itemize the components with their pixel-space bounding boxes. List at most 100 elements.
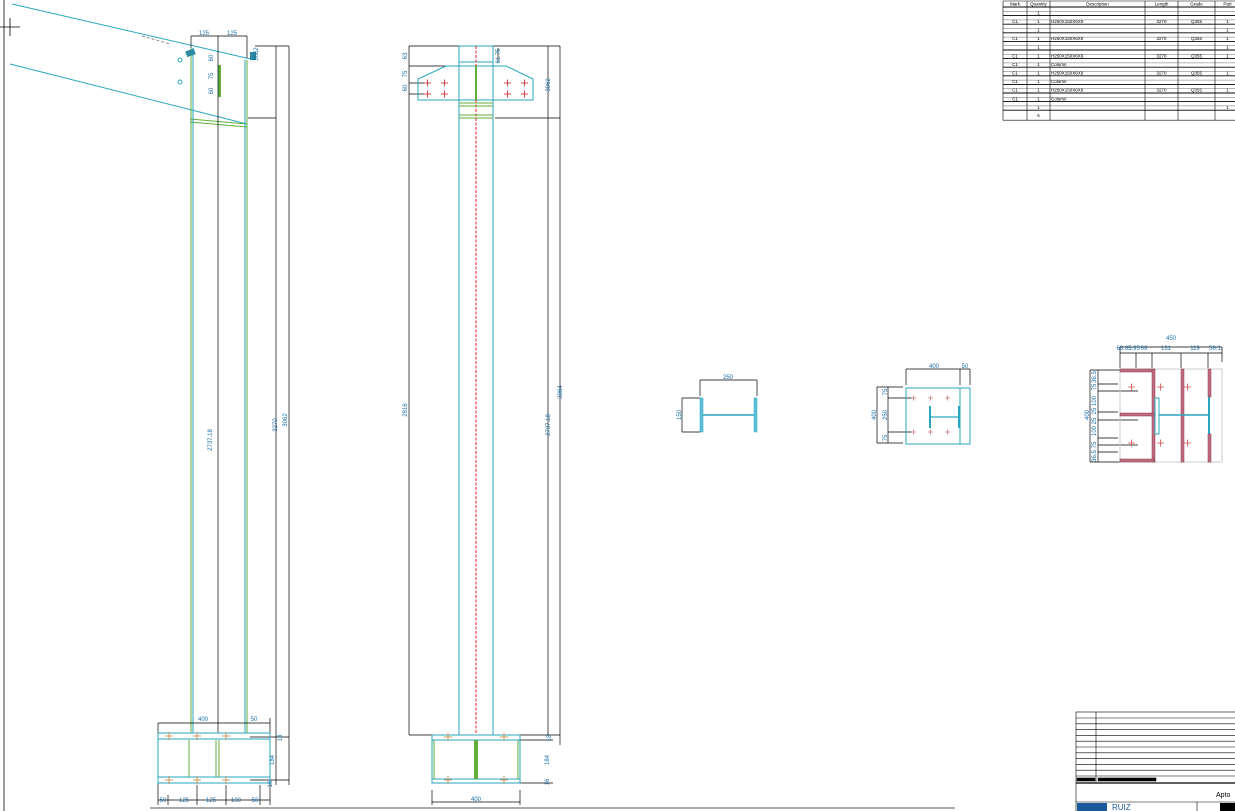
dimension-label: 60 <box>209 54 215 61</box>
dimension-label: 125 <box>227 31 238 37</box>
column-elevation-front <box>408 45 561 805</box>
total-quantity: 6 <box>1037 113 1040 118</box>
table-cell-part: 1 <box>1226 53 1229 58</box>
dimension-label: 69 <box>1141 346 1148 352</box>
dimension-label: 63 <box>403 52 409 59</box>
dimension-label: 75 <box>883 434 889 441</box>
table-cell-qty: 1 <box>1037 96 1040 101</box>
parts-table <box>1002 0 1235 121</box>
dimension-label: 3062 <box>254 47 260 61</box>
table-cell-qty: 1 <box>1037 88 1040 93</box>
table-cell-mark: C1 <box>1012 71 1018 76</box>
section-i-beam <box>681 379 758 433</box>
dimension-label: 150 <box>677 409 683 420</box>
table-cell-mark: C1 <box>1012 96 1018 101</box>
dimension-label: 50 <box>251 717 258 723</box>
table-cell-grade: Q355 <box>1191 53 1203 58</box>
section-connection <box>1089 346 1223 463</box>
table-cell-qty: 1 <box>1037 53 1040 58</box>
dimension-label: 3270 <box>273 418 279 432</box>
table-cell-grade: Q355 <box>1191 19 1203 24</box>
table-cell-qty: 1 <box>1037 105 1040 110</box>
table-cell-desc: Column <box>1051 96 1067 101</box>
dimension-label: 125 <box>199 31 210 37</box>
table-cell-desc: H250X150X6X9 <box>1051 53 1084 58</box>
table-cell-qty: 1 <box>1037 45 1040 50</box>
dimension-label: 36.5 <box>1092 371 1098 383</box>
dimension-label: 75 <box>403 70 409 77</box>
sheet-frame <box>0 0 955 811</box>
dimension-label: 100 <box>231 798 242 804</box>
title-block-field: Apto <box>1216 792 1231 799</box>
dimension-label: 2816 <box>403 403 409 417</box>
dimension-label: 18 <box>278 734 284 741</box>
table-cell-mark: C1 <box>1012 36 1018 41</box>
dimension-label: 36.5 <box>1092 450 1098 462</box>
table-cell-mark: C1 <box>1012 62 1018 67</box>
table-cell-part: 1 <box>1226 28 1229 33</box>
table-header: Grade <box>1190 2 1203 7</box>
dimension-label: 125 <box>206 798 217 804</box>
table-cell-part: 1 <box>1226 45 1229 50</box>
dimension-label: 50 <box>252 798 259 804</box>
table-cell-qty: 1 <box>1037 19 1040 24</box>
table-cell-grade: Q355 <box>1191 88 1203 93</box>
dimension-label: 16 <box>545 778 551 785</box>
table-cell-mark: C1 <box>1012 53 1018 58</box>
title-block <box>1075 711 1235 811</box>
dimension-label: 100 <box>1092 425 1098 436</box>
company-logo <box>1077 803 1107 811</box>
dimension-label: 75 <box>209 72 215 79</box>
table-cell-mark: C1 <box>1012 79 1018 84</box>
table-cell-part: 1 <box>1226 36 1229 41</box>
dimension-label: 60 <box>209 87 215 94</box>
table-cell-part: 1 <box>1226 19 1229 24</box>
table-cell-qty: 1 <box>1037 71 1040 76</box>
company-logo-text: RUIZ <box>1112 803 1131 811</box>
dimension-label: 3062 <box>283 413 289 427</box>
dimension-label: 56.1 <box>1209 346 1221 352</box>
dimension-label: 75 <box>1092 383 1098 390</box>
dimension-label: 250 <box>883 409 889 420</box>
table-cell-desc: H250X150X6X9 <box>1051 36 1084 41</box>
table-cell-desc: Column <box>1051 62 1067 67</box>
dimension-label: 75 <box>883 388 889 395</box>
dimension-label: 3064 <box>558 385 564 399</box>
dimension-label: 50 <box>160 798 167 804</box>
dimension-label: 400 <box>872 409 878 420</box>
table-header: Length <box>1155 2 1169 7</box>
dimension-label: 2737.18 <box>546 414 552 436</box>
dimension-label: 184 <box>270 754 276 765</box>
table-cell-part: 1 <box>1226 105 1229 110</box>
table-cell-grade: Q355 <box>1191 36 1203 41</box>
dimension-label: 131 <box>1161 346 1172 352</box>
table-cell-qty: 1 <box>1037 62 1040 67</box>
table-cell-length: 3270 <box>1156 53 1167 58</box>
dimension-label: 400 <box>198 717 209 723</box>
column-elevation-side <box>9 3 290 805</box>
table-header: Quantity <box>1030 2 1048 7</box>
table-cell-part: 1 <box>1226 88 1229 93</box>
dimension-label: 400 <box>1085 409 1091 420</box>
dimension-label: 3062 <box>546 78 552 92</box>
table-cell-length: 3270 <box>1156 36 1167 41</box>
table-cell-length: 3270 <box>1156 88 1167 93</box>
table-cell-desc: Column <box>1051 79 1067 84</box>
dimension-label: 60 <box>403 84 409 91</box>
dimension-label: 63.95 <box>1116 346 1132 352</box>
dimension-labels: 125 125 60 75 60 3062 2737.18 3270 3062 400 50 18 18… <box>160 31 1222 804</box>
table-cell-mark: C1 <box>1012 19 1018 24</box>
table-cell-length: 3270 <box>1156 19 1167 24</box>
dimension-label: 450 <box>1166 336 1177 342</box>
table-cell-length: 3270 <box>1156 71 1167 76</box>
table-header: Description <box>1086 2 1109 7</box>
dimension-label: 119 <box>1190 346 1200 352</box>
table-cell-qty: 1 <box>1037 36 1040 41</box>
dimension-label: 125 <box>179 798 190 804</box>
table-cell-qty: 1 <box>1037 10 1040 15</box>
dimension-label: 61.75 <box>496 48 502 64</box>
dimension-label: 75 <box>1092 441 1098 448</box>
table-cell-desc: H250X150X6X9 <box>1051 19 1084 24</box>
